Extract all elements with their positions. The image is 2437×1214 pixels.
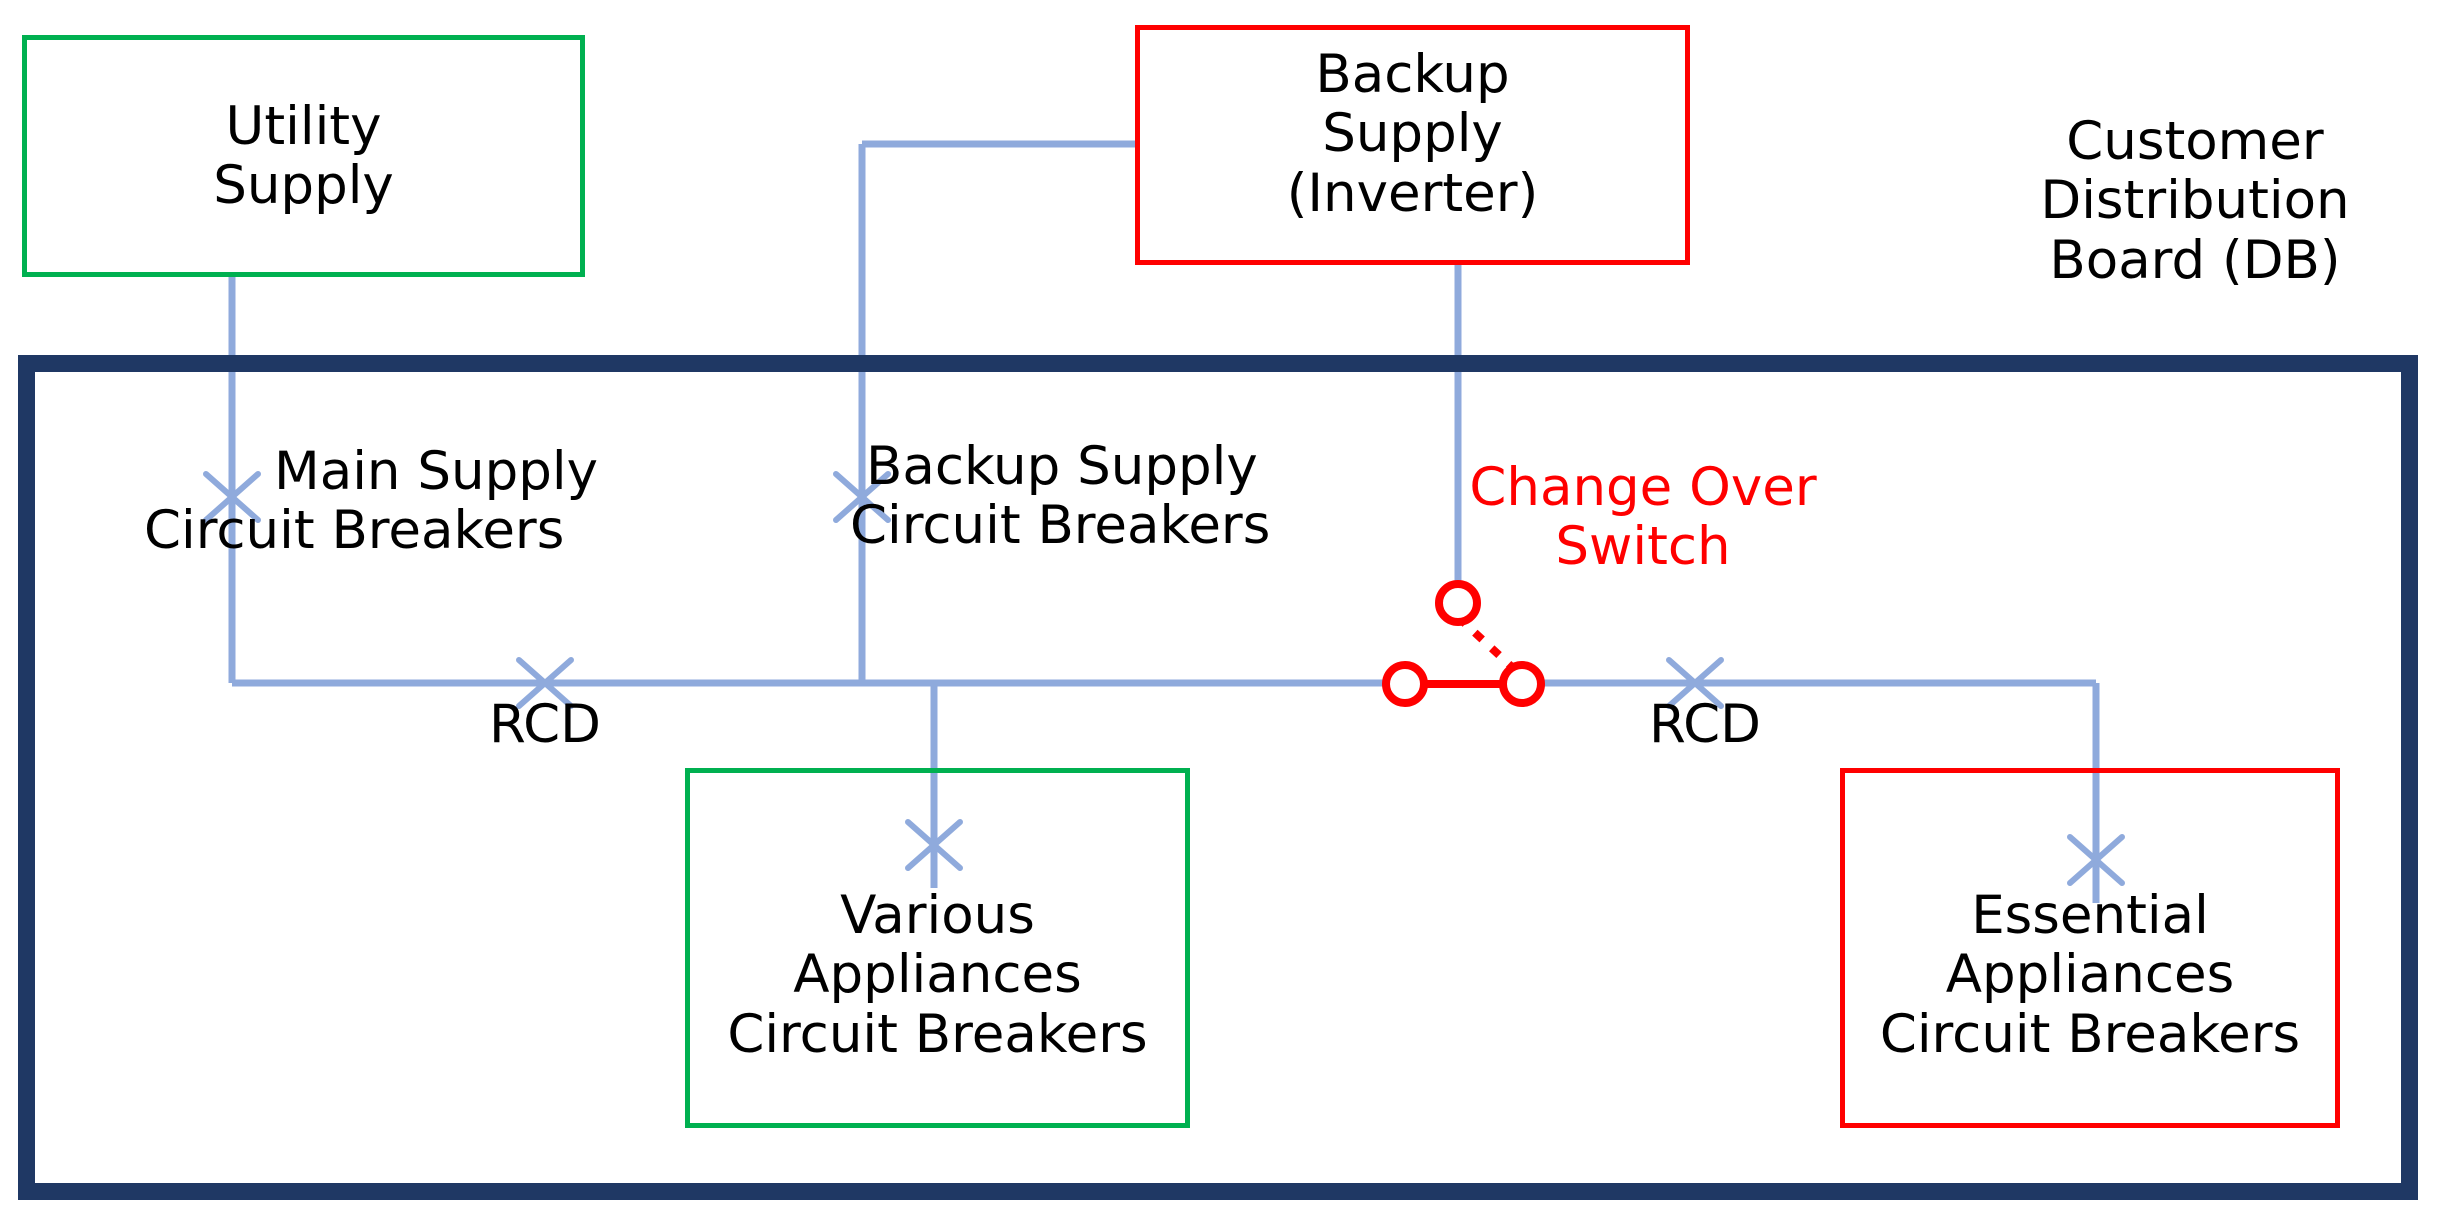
main-supply-breakers-label-line-1: Main Supply [274, 441, 598, 502]
rcd-right-label: RCD [1615, 694, 1795, 755]
distribution-board-title: Customer Distribution Board (DB) [1955, 112, 2435, 290]
main-supply-breakers-label-line-2: Circuit Breakers [144, 500, 565, 562]
backup-supply-breakers-label: Backup Supply Circuit Breakers [850, 436, 1366, 556]
changeover-top-terminal [1435, 580, 1481, 626]
distribution-board-title-line-2: Distribution [2040, 170, 2350, 232]
utility-supply-box[interactable] [22, 35, 585, 277]
essential-appliances-breaker-cross-icon [2067, 834, 2125, 886]
changeover-right-terminal [1499, 661, 1545, 707]
various-appliances-box[interactable] [685, 768, 1190, 1128]
rcd-right-label-text: RCD [1648, 694, 1761, 755]
changeover-switch-label-line-1: Change Over [1469, 457, 1817, 518]
distribution-board-title-line-1: Customer [2066, 111, 2324, 172]
backup-supply-box[interactable] [1135, 25, 1690, 265]
wire-group [228, 140, 2100, 903]
breaker-cross-symbols [203, 471, 2125, 886]
backup-supply-breakers-label-line-2: Circuit Breakers [850, 495, 1271, 557]
distribution-board-title-line-3: Board (DB) [2049, 229, 2341, 291]
rcd-left-label: RCD [455, 694, 635, 755]
changeover-switch-label: Change Over Switch [1443, 458, 1843, 577]
changeover-switch-label-line-2: Switch [1555, 516, 1731, 578]
backup-supply-breakers-label-line-1: Backup Supply [866, 436, 1258, 497]
main-supply-breakers-label: Main Supply Circuit Breakers [144, 441, 736, 561]
customer-distribution-board-box [18, 355, 2418, 1200]
changeover-switch-symbol [1382, 580, 1545, 707]
rcd-left-label-text: RCD [488, 694, 601, 755]
rcd-right-cross-icon [1666, 657, 1724, 709]
various-appliances-breaker-cross-icon [905, 819, 963, 871]
rcd-left-cross-icon [516, 657, 574, 709]
essential-appliances-box[interactable] [1840, 768, 2340, 1128]
main-supply-breaker-cross-icon [203, 471, 261, 523]
changeover-left-terminal [1382, 661, 1428, 707]
backup-supply-breaker-cross-icon [833, 471, 891, 523]
